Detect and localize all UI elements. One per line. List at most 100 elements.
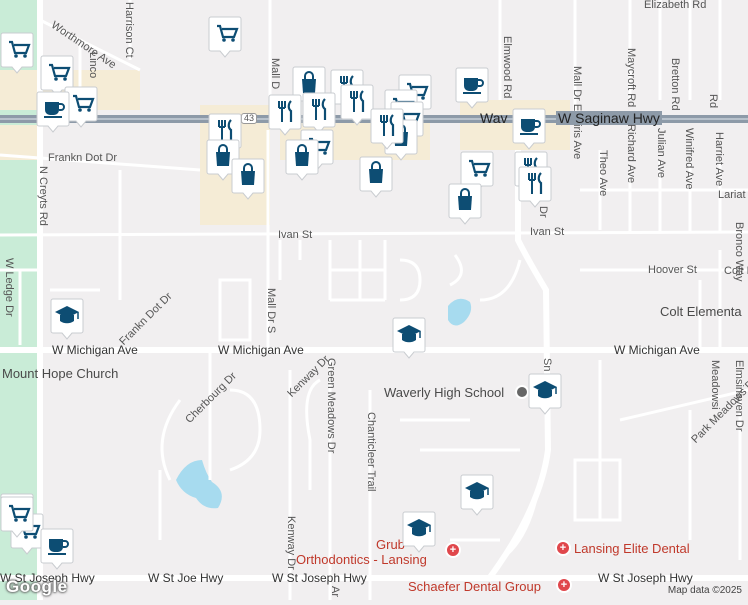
school-icon: [528, 373, 562, 415]
coffee-cup-icon: [36, 91, 70, 133]
street-label: W St Joseph Hwy: [272, 571, 367, 585]
street-label: Ivan St: [278, 229, 313, 241]
map-attribution: Map data ©2025: [667, 585, 742, 596]
street-label: Green Meadows Dr: [325, 358, 337, 454]
street-label: Meadowsi: [709, 360, 721, 410]
street-label: Richard Ave: [625, 124, 637, 184]
street-label: Colt R: [724, 265, 748, 277]
coffee-cup-icon: [40, 528, 74, 570]
shopping-cart-icon: [64, 86, 98, 128]
map-marker[interactable]: [285, 138, 319, 182]
route-shield: 43: [241, 113, 258, 124]
street-label: Harriet Ave: [713, 132, 725, 187]
restaurant-icon: [268, 94, 302, 136]
street-label: iris Ave: [571, 124, 583, 160]
street-label: Lariat: [718, 189, 746, 201]
street-label: Linco: [87, 52, 99, 79]
street-label: W Michigan Ave: [52, 343, 138, 357]
map-marker[interactable]: [50, 297, 84, 341]
shopping-cart-icon: [208, 16, 242, 58]
map-marker[interactable]: [460, 473, 494, 517]
shopping-bag-icon: [231, 158, 265, 200]
map-marker[interactable]: [64, 85, 98, 129]
street-label: W Michigan Ave: [614, 343, 700, 357]
map-marker[interactable]: [36, 90, 70, 134]
street-label: Theo Ave: [597, 150, 609, 197]
place-label-grub[interactable]: Grub: [376, 537, 405, 552]
street-label: Ivan St: [530, 226, 565, 238]
street-label: W Ledge Dr: [3, 258, 15, 317]
shopping-bag-icon: [448, 183, 482, 225]
map-marker[interactable]: [0, 31, 34, 75]
place-label-orthodontics[interactable]: Orthodontics - Lansing: [296, 552, 427, 567]
street-label: Ar: [329, 586, 341, 597]
street-label: Mall Dr E: [571, 66, 583, 112]
street-label: N Creyts Rd: [37, 166, 49, 226]
street-label: W Michigan Ave: [218, 343, 304, 357]
coffee-cup-icon: [512, 108, 546, 150]
restaurant-icon: [518, 166, 552, 208]
school-pin[interactable]: [515, 385, 529, 399]
shopping-bag-icon: [206, 139, 240, 181]
map-marker[interactable]: [359, 155, 393, 199]
street-label: Julian Ave: [655, 128, 667, 178]
place-label-mount-hope-church[interactable]: Mount Hope Church: [2, 366, 119, 381]
map-marker[interactable]: [231, 157, 265, 201]
street-label: Winifred Ave: [683, 128, 695, 190]
medical-pin[interactable]: +: [556, 577, 572, 593]
street-label: W St Joe Hwy: [148, 571, 224, 585]
map-marker[interactable]: [392, 316, 426, 360]
place-label-waverly-high-school[interactable]: Waverly High School: [384, 385, 505, 400]
map-marker[interactable]: [268, 93, 302, 137]
google-logo: Google: [6, 577, 68, 596]
school-icon: [402, 511, 436, 553]
restaurant-icon: [302, 92, 336, 134]
pond: [448, 298, 472, 326]
map-marker[interactable]: [370, 107, 404, 151]
map-marker[interactable]: [448, 182, 482, 226]
map-marker[interactable]: [206, 138, 240, 182]
map-marker[interactable]: [518, 165, 552, 209]
shopping-cart-icon: [0, 496, 34, 538]
medical-pin[interactable]: +: [555, 540, 571, 556]
street-label: Harrison Ct: [123, 2, 135, 58]
street-label: Mall D: [269, 58, 281, 90]
restaurant-icon: [370, 108, 404, 150]
place-label-schaefer-dental[interactable]: Schaefer Dental Group: [408, 579, 541, 594]
map-marker[interactable]: [40, 527, 74, 571]
map-marker[interactable]: [0, 495, 34, 539]
street-label: Bretton Rd: [669, 58, 681, 111]
highway-label: Wav: [480, 110, 508, 126]
place-label-lansing-elite-dental[interactable]: Lansing Elite Dental: [574, 541, 690, 556]
street-label: Frankn Dot Dr: [48, 152, 118, 164]
map-marker[interactable]: [340, 83, 374, 127]
street-label: Rd: [707, 94, 719, 109]
restaurant-icon: [340, 84, 374, 126]
map-marker[interactable]: [512, 107, 546, 151]
street-label: Elmsinaven Dr: [733, 360, 745, 432]
coffee-cup-icon: [455, 67, 489, 109]
place-label-colt-elementary[interactable]: Colt Elementa: [660, 304, 742, 319]
street-label: Kenway Dr: [285, 516, 297, 570]
school-icon: [460, 474, 494, 516]
pond: [176, 460, 222, 509]
street-label: Elizabeth Rd: [644, 0, 707, 11]
map-marker[interactable]: [302, 91, 336, 135]
map-marker[interactable]: [455, 66, 489, 110]
map-marker[interactable]: [402, 510, 436, 554]
street-label: W St Joseph Hwy: [598, 571, 693, 585]
shopping-bag-icon: [359, 156, 393, 198]
school-icon: [50, 298, 84, 340]
street-label: Mall Dr S: [265, 288, 277, 334]
street-label: Chanticleer Trail: [365, 412, 377, 492]
street-label: Elmwood Rd: [501, 36, 513, 99]
shopping-bag-icon: [285, 139, 319, 181]
street-label: Bronco Way: [733, 222, 745, 282]
street-label: Sn: [541, 358, 553, 372]
street-label: Hoover St: [648, 264, 697, 276]
medical-pin[interactable]: +: [445, 542, 461, 558]
map-marker[interactable]: [208, 15, 242, 59]
highway-label: W Saginaw Hwy: [556, 110, 662, 126]
map-marker[interactable]: [528, 372, 562, 416]
